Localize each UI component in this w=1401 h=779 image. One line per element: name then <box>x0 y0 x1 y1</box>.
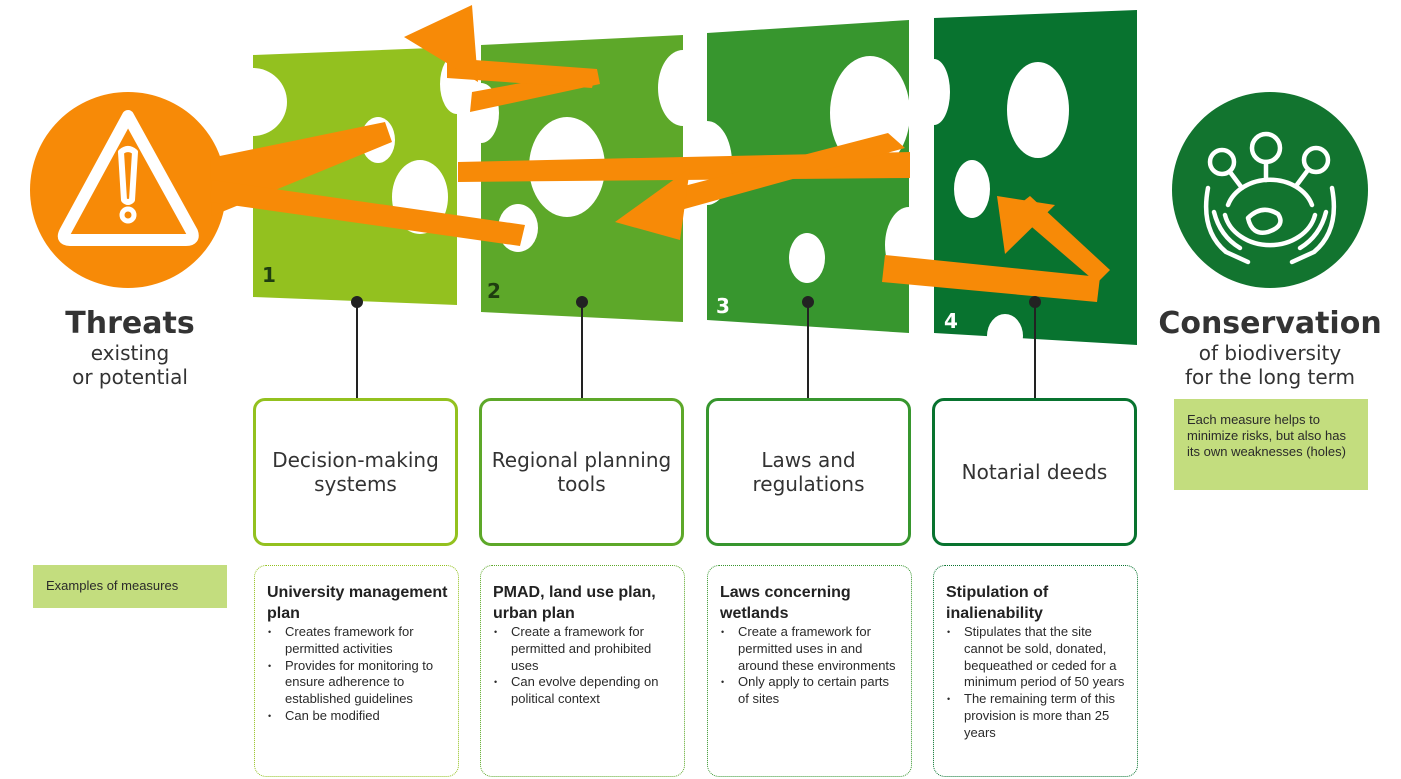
warning-triangle-icon <box>57 110 199 246</box>
example-card-3: Laws concerning wetlands Create a framew… <box>707 565 912 777</box>
example-title-4: Stipulation of inalienability <box>946 584 1049 622</box>
example-bullets-3: Create a framework for permitted uses in… <box>720 624 903 708</box>
threats-title: Threats <box>65 306 195 341</box>
example-title-3: Laws concerning wetlands <box>720 584 851 622</box>
example-card-1: University management plan Creates frame… <box>254 565 459 777</box>
example-bullet: The remaining term of this provision is … <box>946 691 1129 741</box>
example-bullet: Can be modified <box>267 708 450 725</box>
layer-3-number: 3 <box>716 294 730 318</box>
example-bullet: Provides for monitoring to ensure adhere… <box>267 658 450 708</box>
layer-2-number: 2 <box>487 279 501 303</box>
measure-label-3: Laws and regulations <box>752 448 865 496</box>
example-bullets-2: Create a framework for permitted and pro… <box>493 624 676 708</box>
layer-1-number: 1 <box>262 263 276 287</box>
measure-label-1: Decision-making systems <box>272 448 439 496</box>
example-bullet: Creates framework for permitted activiti… <box>267 624 450 658</box>
example-card-4: Stipulation of inalienability Stipulates… <box>933 565 1138 777</box>
layer-4-number: 4 <box>944 309 958 333</box>
measure-box-2: Regional planning tools <box>479 398 684 546</box>
conservation-title: Conservation <box>1158 306 1382 341</box>
example-title-2: PMAD, land use plan, urban plan <box>493 584 656 622</box>
measure-label-2: Regional planning tools <box>491 448 672 496</box>
holes-note: Each measure helps to minimize risks, bu… <box>1174 399 1368 490</box>
example-bullets-4: Stipulates that the site cannot be sold,… <box>946 624 1129 742</box>
threats-subtitle-line1: existing <box>90 341 170 365</box>
examples-of-measures-label: Examples of measures <box>33 565 227 608</box>
example-bullet: Create a framework for permitted uses in… <box>720 624 903 674</box>
example-bullet: Can evolve depending on political contex… <box>493 674 676 708</box>
example-bullet: Create a framework for permitted and pro… <box>493 624 676 674</box>
hands-holding-earth-with-trees-icon <box>1203 131 1337 265</box>
measure-label-4: Notarial deeds <box>961 460 1108 484</box>
threats-subtitle-line2: or potential <box>72 365 188 389</box>
conservation-label: Conservation of biodiversity for the lon… <box>1150 306 1390 390</box>
threats-label: Threats existing or potential <box>30 306 230 390</box>
conservation-subtitle-line1: of biodiversity <box>1198 341 1342 365</box>
measure-box-3: Laws and regulations <box>706 398 911 546</box>
measure-box-4: Notarial deeds <box>932 398 1137 546</box>
example-title-1: University management plan <box>267 584 448 622</box>
conservation-circle <box>1172 92 1368 288</box>
measure-box-1: Decision-making systems <box>253 398 458 546</box>
example-bullet: Stipulates that the site cannot be sold,… <box>946 624 1129 691</box>
threat-arrows <box>210 5 1110 302</box>
example-bullets-1: Creates framework for permitted activiti… <box>267 624 450 725</box>
example-bullet: Only apply to certain parts of sites <box>720 674 903 708</box>
example-card-2: PMAD, land use plan, urban plan Create a… <box>480 565 685 777</box>
conservation-subtitle-line2: for the long term <box>1184 365 1356 389</box>
